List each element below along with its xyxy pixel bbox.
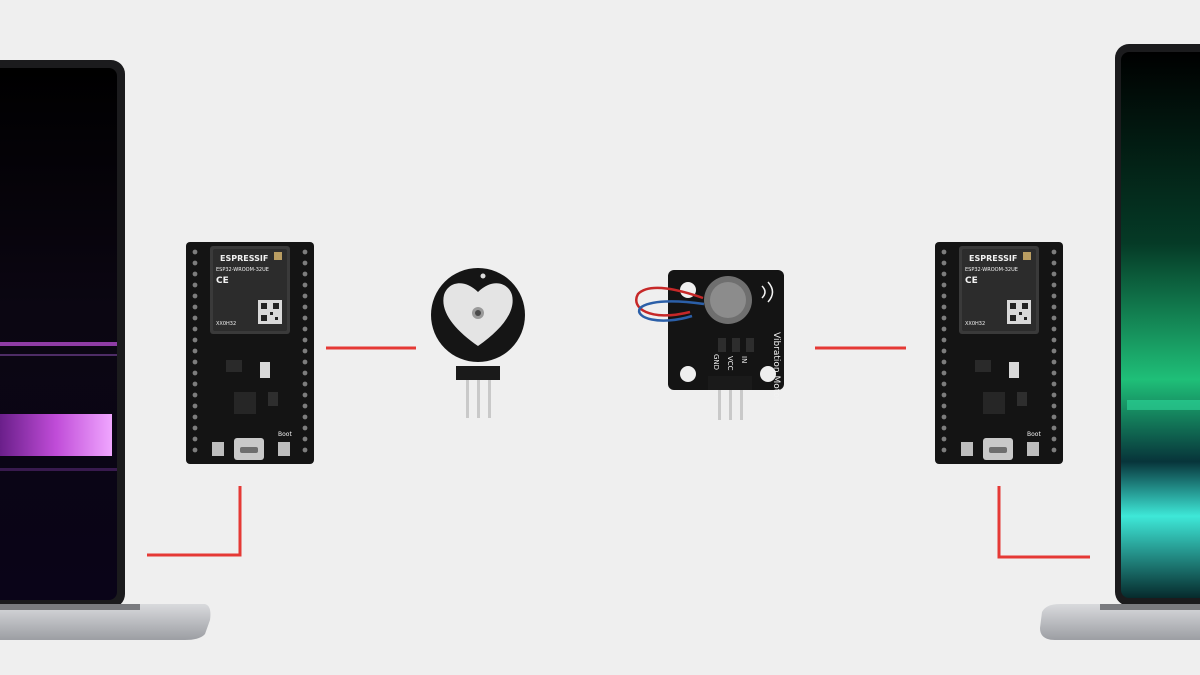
vibration-board	[668, 270, 784, 390]
svg-text:CE: CE	[965, 276, 978, 286]
esp32-module-name: ESP32-WROOM-32UE	[216, 267, 269, 273]
vibration-pin-gnd: GND	[712, 354, 720, 370]
vibration-waves-icon	[761, 285, 766, 299]
laptop-right-base	[1040, 604, 1200, 640]
esp32-board-right: ESPRESSIF ESP32-WROOM-32UE CE XX0H32 Boo…	[935, 242, 1063, 464]
wire-esp32-laptop-right	[997, 486, 1090, 559]
wires	[147, 346, 1090, 559]
en-button	[212, 442, 224, 456]
antenna-connector-icon	[274, 252, 282, 260]
boot-button	[1027, 442, 1039, 456]
boot-button	[278, 442, 290, 456]
esp32-brand: ESPRESSIF	[969, 254, 1017, 263]
en-button	[961, 442, 973, 456]
laptop-left	[0, 60, 211, 640]
laptop-left-screen-glow	[0, 414, 112, 456]
laptop-left-base	[0, 604, 211, 640]
laptop-left-screen	[0, 68, 117, 600]
boot-label: Boot	[278, 431, 292, 438]
wire-laptop-left-esp32	[147, 486, 242, 557]
esp32-brand: ESPRESSIF	[220, 254, 268, 263]
esp32-id: XX0H32	[216, 321, 236, 327]
antenna-connector-icon	[1023, 252, 1031, 260]
laptop-right	[1040, 44, 1200, 640]
vibration-title: Vibration Motor	[771, 332, 781, 402]
vibration-motor-module: Vibration Motor GND VCC IN	[635, 270, 784, 420]
svg-text:CE: CE	[216, 276, 229, 286]
boot-label: Boot	[1027, 431, 1041, 438]
vibration-pin-vcc: VCC	[726, 356, 734, 371]
pulse-sensor	[431, 268, 525, 418]
vibration-header	[708, 376, 752, 390]
motor-wire-red	[635, 286, 704, 317]
motor-wire-blue	[637, 300, 705, 322]
esp32-id: XX0H32	[965, 321, 985, 327]
vibration-pin-in: IN	[740, 356, 748, 363]
esp32-module-name: ESP32-WROOM-32UE	[965, 267, 1018, 273]
pulse-sensor-header	[456, 366, 500, 380]
laptop-right-screen	[1121, 52, 1200, 598]
esp32-board-left: ESPRESSIF ESP32-WROOM-32UE CE XX0H32 Boo…	[186, 242, 314, 464]
